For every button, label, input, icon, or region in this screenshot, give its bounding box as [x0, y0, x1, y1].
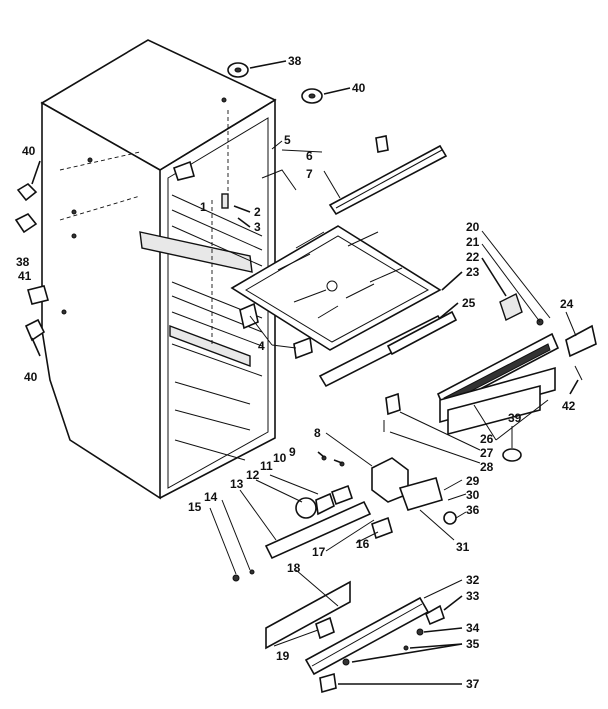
- callout-15: 15: [188, 500, 202, 514]
- callout-38-top: 38: [288, 54, 302, 68]
- callout-33: 33: [466, 589, 480, 603]
- callout-40-lower-left: 40: [24, 370, 38, 384]
- callout-12: 12: [246, 468, 260, 482]
- callout-38-side: 38: [16, 255, 30, 269]
- callout-5: 5: [284, 133, 291, 147]
- callout-18: 18: [287, 561, 301, 575]
- callout-23: 23: [466, 265, 480, 279]
- callout-14: 14: [204, 490, 218, 504]
- shelf: [230, 225, 442, 351]
- callout-3: 3: [254, 220, 261, 234]
- callout-25: 25: [462, 296, 476, 310]
- callout-40-top: 40: [352, 81, 366, 95]
- callout-20: 20: [466, 220, 480, 234]
- control-housing: [371, 392, 457, 525]
- callout-21: 21: [466, 235, 480, 249]
- screws-14-15: [232, 569, 255, 582]
- callout-8: 8: [314, 426, 321, 440]
- callout-40-upper-left: 40: [22, 144, 36, 158]
- callout-31: 31: [456, 540, 470, 554]
- light-assembly: [295, 455, 354, 519]
- right-rail-assembly: [436, 293, 597, 436]
- callout-11: 11: [260, 459, 273, 473]
- callout-13: 13: [230, 477, 244, 491]
- callout-19: 19: [276, 649, 290, 663]
- leader-lines: [31, 60, 579, 685]
- callout-6: 6: [306, 149, 313, 163]
- callout-9: 9: [289, 445, 296, 459]
- callout-28: 28: [480, 460, 494, 474]
- callout-34: 34: [466, 621, 480, 635]
- callout-1: 1: [200, 200, 207, 214]
- upper-small-parts: [172, 160, 297, 209]
- left-hinge-parts: [14, 182, 49, 342]
- callout-22: 22: [466, 250, 480, 264]
- callout-35: 35: [466, 637, 480, 651]
- callout-27: 27: [480, 446, 494, 460]
- part-16: [371, 516, 393, 540]
- callout-41: 41: [18, 269, 32, 283]
- callout-labels: 1 2 3 4 5 6 7 8 9 10 11 12 13 14 15 16 1…: [16, 54, 576, 691]
- callout-42: 42: [562, 399, 576, 413]
- callout-29: 29: [466, 474, 480, 488]
- callout-10: 10: [273, 451, 287, 465]
- callout-32: 32: [466, 573, 480, 587]
- cabinet: [40, 39, 277, 500]
- callout-36: 36: [466, 503, 480, 517]
- callout-7: 7: [306, 167, 313, 181]
- callout-37: 37: [466, 677, 480, 691]
- bottom-small-parts: [319, 604, 445, 694]
- callout-4: 4: [258, 339, 265, 353]
- callout-30: 30: [466, 488, 480, 502]
- upper-rail: [328, 135, 448, 216]
- callout-24: 24: [560, 297, 574, 311]
- callout-2: 2: [254, 205, 261, 219]
- callout-17: 17: [312, 545, 326, 559]
- lower-rails: [239, 302, 458, 388]
- callout-16: 16: [356, 537, 370, 551]
- callout-26: 26: [480, 432, 494, 446]
- top-caps: [227, 62, 323, 104]
- callout-39: 39: [508, 411, 522, 425]
- ring-39: [502, 448, 522, 462]
- light-shield: [264, 500, 372, 560]
